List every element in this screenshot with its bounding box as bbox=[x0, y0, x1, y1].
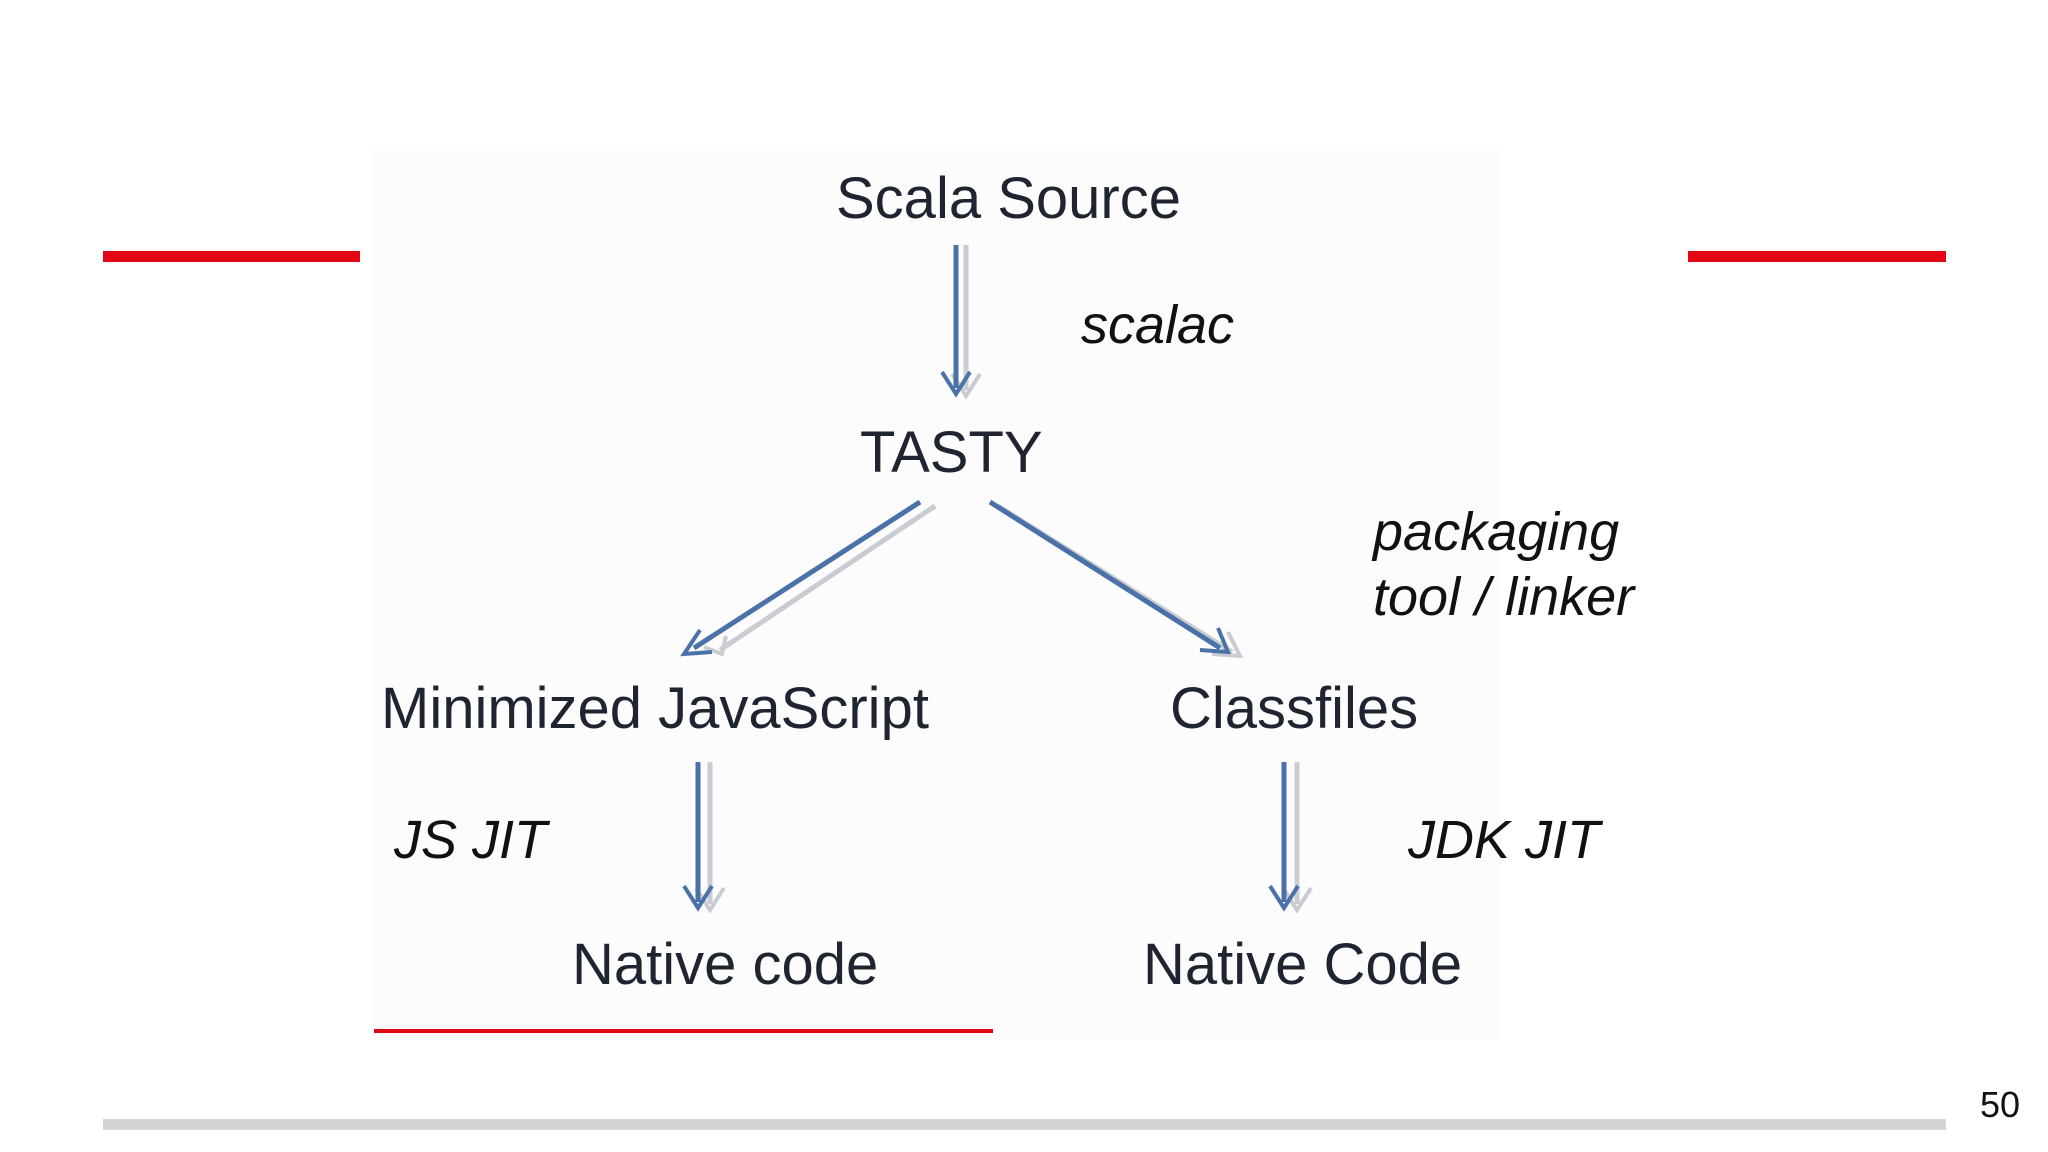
label-packaging-line1: packaging bbox=[1373, 502, 1620, 562]
label-scalac: scalac bbox=[1081, 295, 1235, 355]
node-native-code-js: Native code bbox=[572, 932, 879, 997]
footer-bar bbox=[103, 1119, 1946, 1130]
label-packaging-line2: tool / linker bbox=[1373, 566, 1635, 627]
arrow-packaging-js bbox=[680, 499, 937, 657]
arrow-jdk-jit bbox=[1268, 762, 1313, 914]
arrow-packaging-jvm bbox=[988, 499, 1244, 659]
label-packaging-tool-linker: packaging tool / linker bbox=[1373, 500, 1634, 630]
diagram-panel bbox=[372, 150, 1502, 1040]
node-tasty: TASTY bbox=[860, 420, 1043, 485]
arrow-scalac bbox=[940, 245, 982, 400]
label-js-jit: JS JIT bbox=[394, 810, 548, 870]
right-accent-bar bbox=[1688, 251, 1946, 262]
left-accent-bar bbox=[103, 251, 360, 262]
node-minimized-javascript: Minimized JavaScript bbox=[381, 676, 929, 741]
node-classfiles: Classfiles bbox=[1170, 676, 1419, 741]
arrow-js-jit bbox=[682, 762, 726, 914]
label-jdk-jit: JDK JIT bbox=[1408, 810, 1601, 870]
page-number: 50 bbox=[1979, 1084, 2020, 1125]
node-scala-source: Scala Source bbox=[836, 166, 1181, 231]
node-native-code-jvm: Native Code bbox=[1143, 932, 1463, 997]
bottom-accent-line bbox=[374, 1029, 993, 1033]
